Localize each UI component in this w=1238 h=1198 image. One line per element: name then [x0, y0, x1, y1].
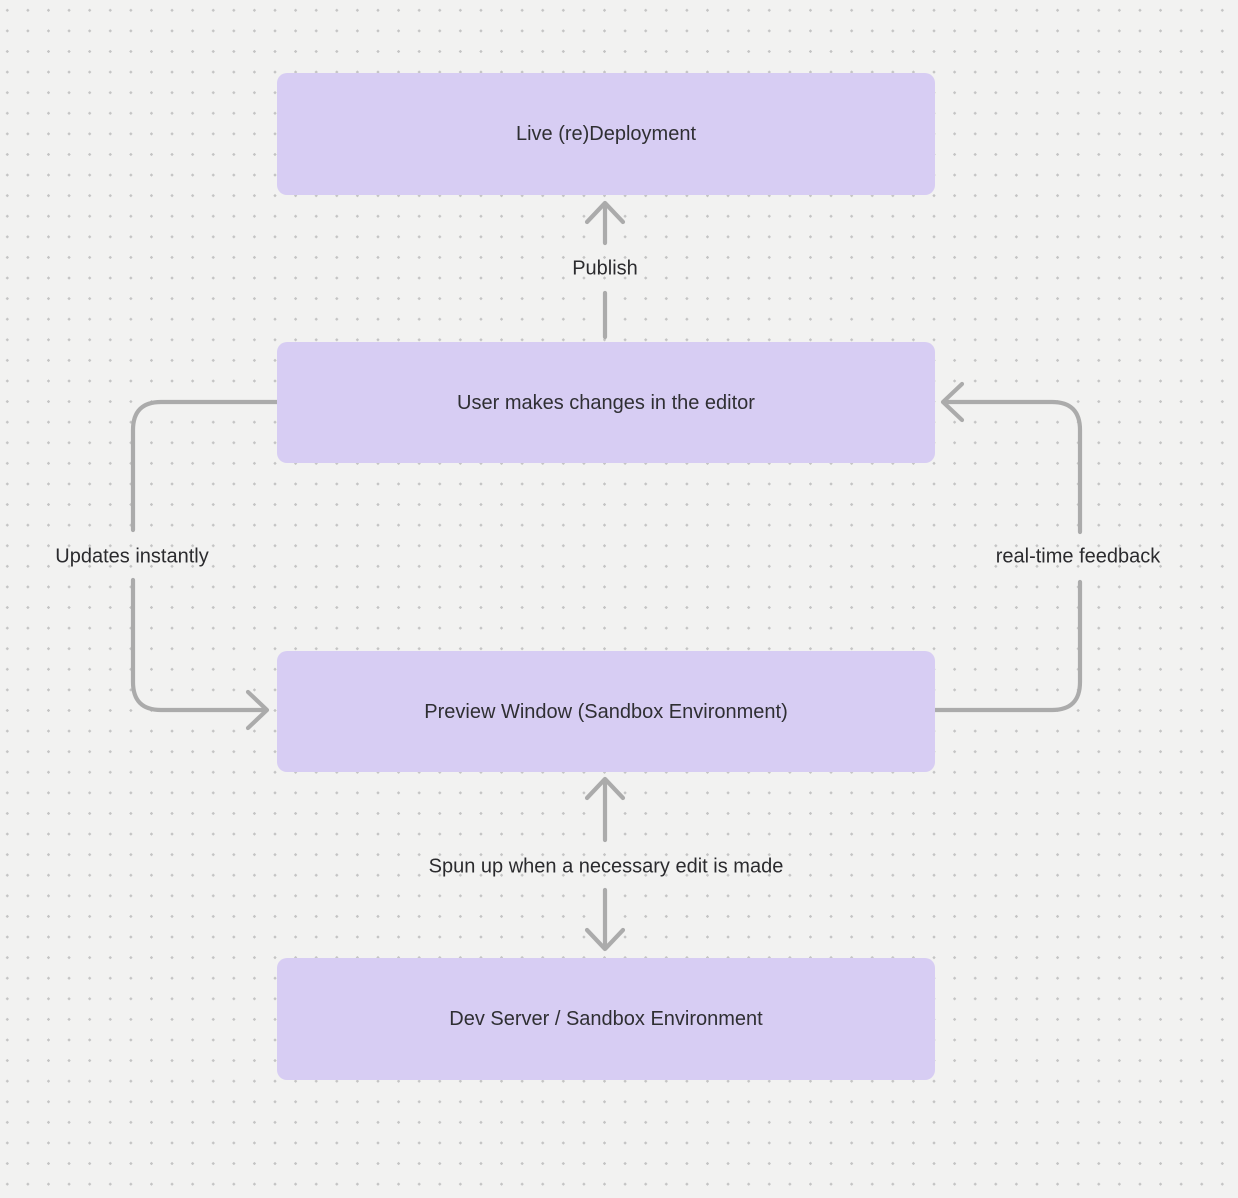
node-live-redeployment: Live (re)Deployment — [277, 73, 935, 195]
arrow-up-chevron-icon — [584, 200, 626, 225]
arrow-down-chevron-icon — [584, 927, 626, 952]
node-label: Dev Server / Sandbox Environment — [449, 1008, 763, 1030]
edge-label-real-time-feedback: real-time feedback — [995, 545, 1161, 568]
node-label: User makes changes in the editor — [457, 391, 755, 414]
arrow-up-chevron-icon — [584, 776, 626, 801]
edge-label-spun-up: Spun up when a necessary edit is made — [428, 855, 784, 878]
node-label: Live (re)Deployment — [515, 123, 697, 145]
node-dev-server: Dev Server / Sandbox Environment — [277, 958, 935, 1080]
edge-label-updates-instantly: Updates instantly — [55, 545, 209, 568]
arrow-right-chevron-icon — [245, 689, 270, 731]
edge-label-publish: Publish — [572, 257, 638, 280]
node-user-editor: User makes changes in the editor — [277, 342, 935, 463]
node-preview-window: Preview Window (Sandbox Environment) — [277, 651, 935, 772]
node-label: Preview Window (Sandbox Environment) — [424, 700, 788, 723]
arrow-left-chevron-icon — [940, 381, 965, 423]
